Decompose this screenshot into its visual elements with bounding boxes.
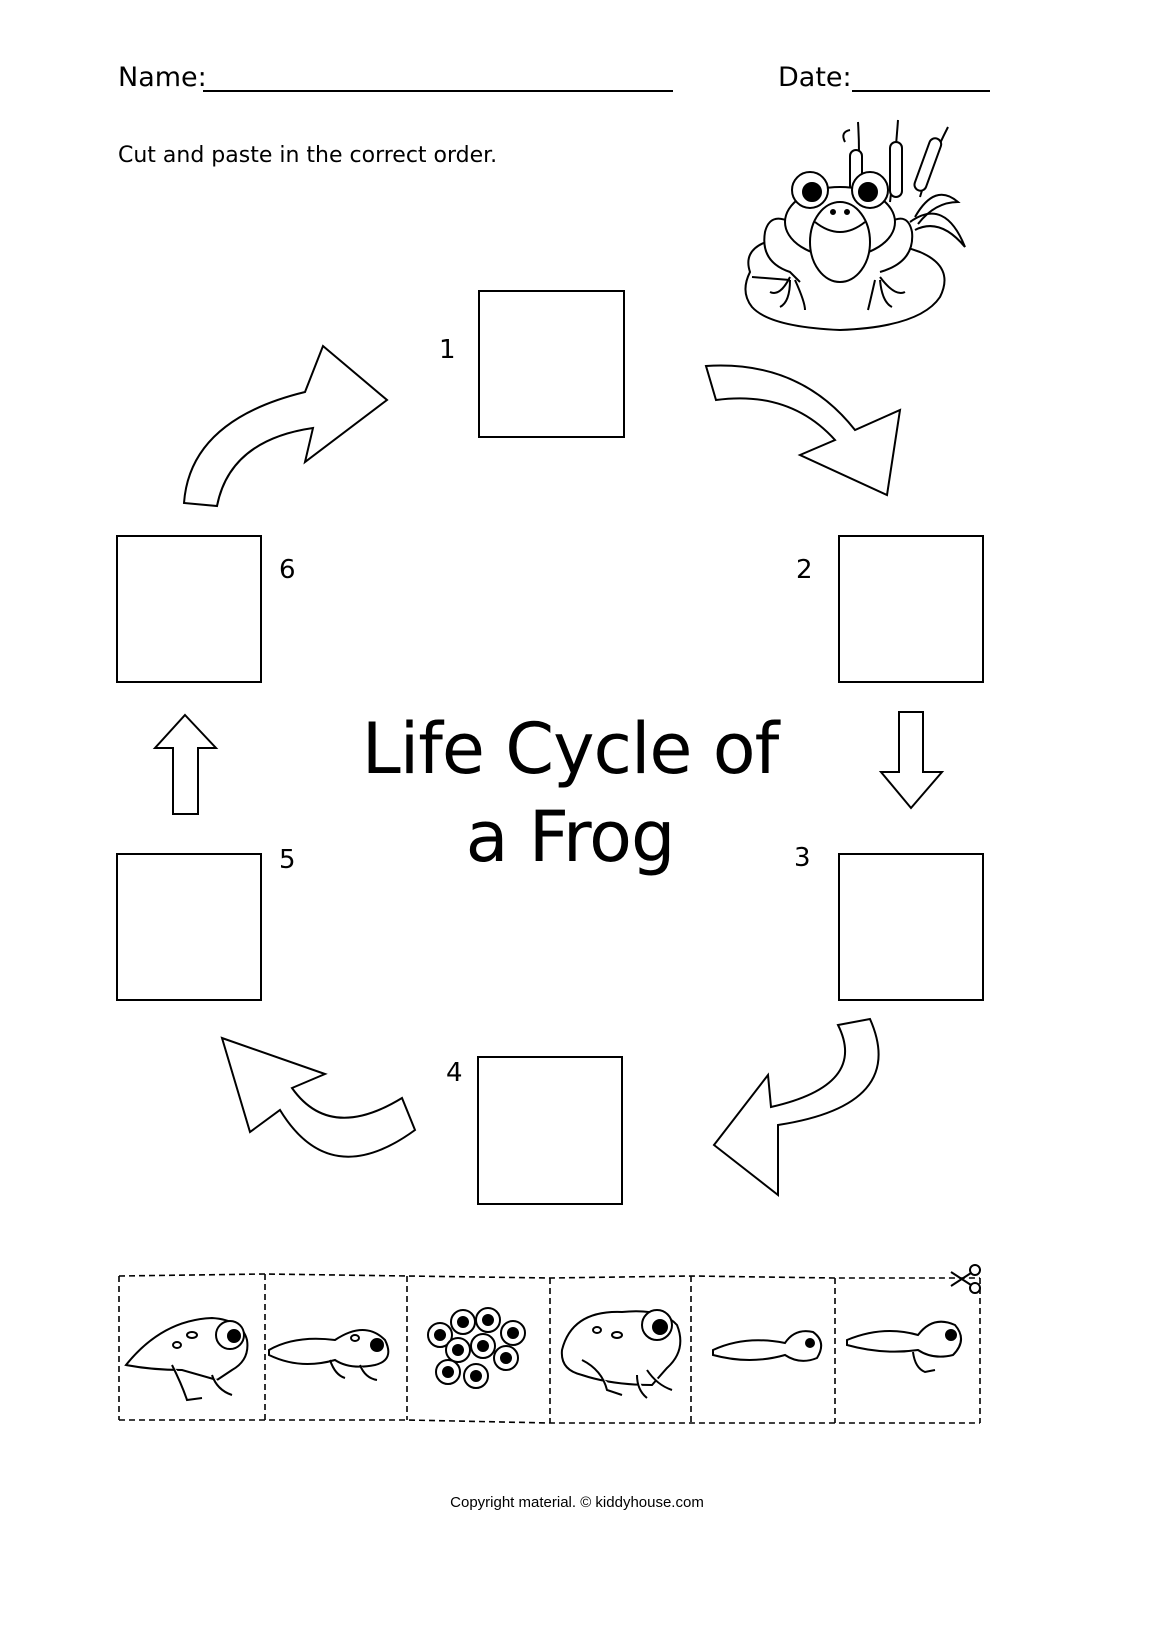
- step-box-6[interactable]: [116, 535, 262, 683]
- step-box-4[interactable]: [477, 1056, 623, 1205]
- tadpole-with-back-legs-icon[interactable]: [843, 1300, 973, 1390]
- curved-arrow-4-to-5: [220, 1036, 417, 1158]
- scissors-icon: [950, 1264, 981, 1294]
- date-field[interactable]: [852, 90, 990, 92]
- frog-eggs-icon[interactable]: [418, 1300, 538, 1400]
- step-number-3: 3: [794, 843, 811, 873]
- worksheet-title: Life Cycle of a Frog: [330, 705, 810, 881]
- curved-arrow-1-to-2: [704, 364, 902, 497]
- step-number-4: 4: [446, 1058, 463, 1088]
- curved-arrow-6-to-1: [182, 344, 389, 508]
- tadpole-with-legs-icon[interactable]: [265, 1300, 400, 1400]
- tadpole-icon[interactable]: [705, 1310, 830, 1380]
- date-label: Date:: [778, 62, 852, 93]
- up-arrow-5-to-6: [152, 713, 219, 815]
- cut-strip-border: [118, 1273, 981, 1424]
- step-number-5: 5: [279, 845, 296, 875]
- adult-frog-icon[interactable]: [552, 1290, 692, 1410]
- froglet-icon[interactable]: [122, 1290, 257, 1410]
- title-line-1: Life Cycle of: [361, 708, 779, 790]
- title-line-2: a Frog: [465, 796, 676, 878]
- step-box-5[interactable]: [116, 853, 262, 1001]
- step-number-2: 2: [796, 555, 813, 585]
- step-box-2[interactable]: [838, 535, 984, 683]
- step-number-1: 1: [439, 335, 456, 365]
- name-field[interactable]: [203, 90, 673, 92]
- instructions-text: Cut and paste in the correct order.: [118, 143, 498, 168]
- curved-arrow-3-to-4: [712, 1017, 880, 1198]
- step-box-1[interactable]: [478, 290, 625, 438]
- step-number-6: 6: [279, 555, 296, 585]
- down-arrow-2-to-3: [878, 711, 945, 810]
- step-box-3[interactable]: [838, 853, 984, 1001]
- copyright-text: Copyright material. © kiddyhouse.com: [450, 1494, 704, 1511]
- name-label: Name:: [118, 62, 207, 93]
- frog-on-lilypad-icon: [744, 119, 966, 332]
